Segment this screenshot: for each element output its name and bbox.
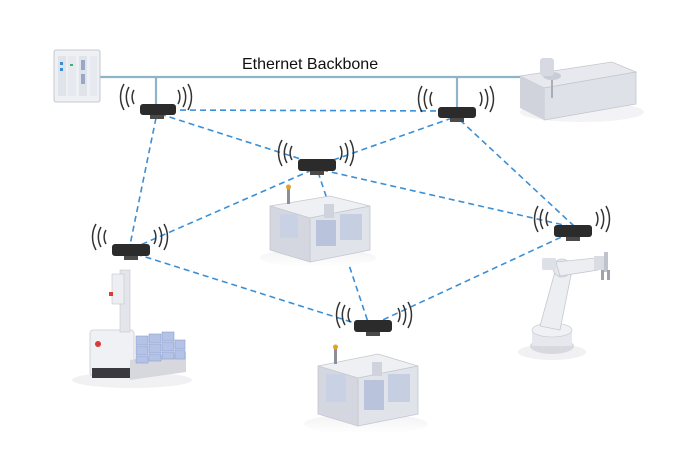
plc-controller (53, 49, 101, 103)
link-ap-top-left-ap-top-right (159, 109, 456, 112)
cnc-machine-bottom (304, 344, 428, 434)
cnc-machine-center (260, 184, 376, 267)
access-point-right (533, 205, 611, 241)
control-workstation (518, 58, 644, 122)
robot-arm (518, 252, 610, 360)
signal-waves-icon (277, 139, 355, 167)
access-point-top-left (119, 83, 193, 119)
backbone-label: Ethernet Backbone (242, 56, 379, 73)
access-point-left (91, 223, 169, 260)
access-point-center (277, 139, 355, 175)
link-ap-top-left-ap-center (159, 113, 311, 163)
signal-waves-icon (335, 301, 413, 329)
signal-waves-icon (533, 205, 611, 233)
signal-waves-icon (119, 83, 193, 111)
signal-waves-icon (417, 85, 495, 113)
link-ap-top-right-ap-right (459, 119, 575, 227)
link-ap-top-left-ap-left (129, 117, 157, 246)
link-ap-center-ap-right (321, 169, 569, 227)
access-point-bottom (335, 301, 413, 336)
link-ap-bottom-ap-right (373, 233, 569, 325)
link-ap-center-ap-bottom (317, 171, 369, 323)
link-ap-top-right-ap-center (321, 117, 453, 165)
signal-waves-icon (91, 223, 169, 251)
wireless-links (129, 109, 575, 327)
ethernet-backbone (96, 75, 544, 111)
link-ap-center-ap-left (137, 169, 313, 247)
agv-forklift (72, 269, 192, 388)
access-points (91, 83, 611, 336)
access-point-top-right (417, 85, 495, 122)
